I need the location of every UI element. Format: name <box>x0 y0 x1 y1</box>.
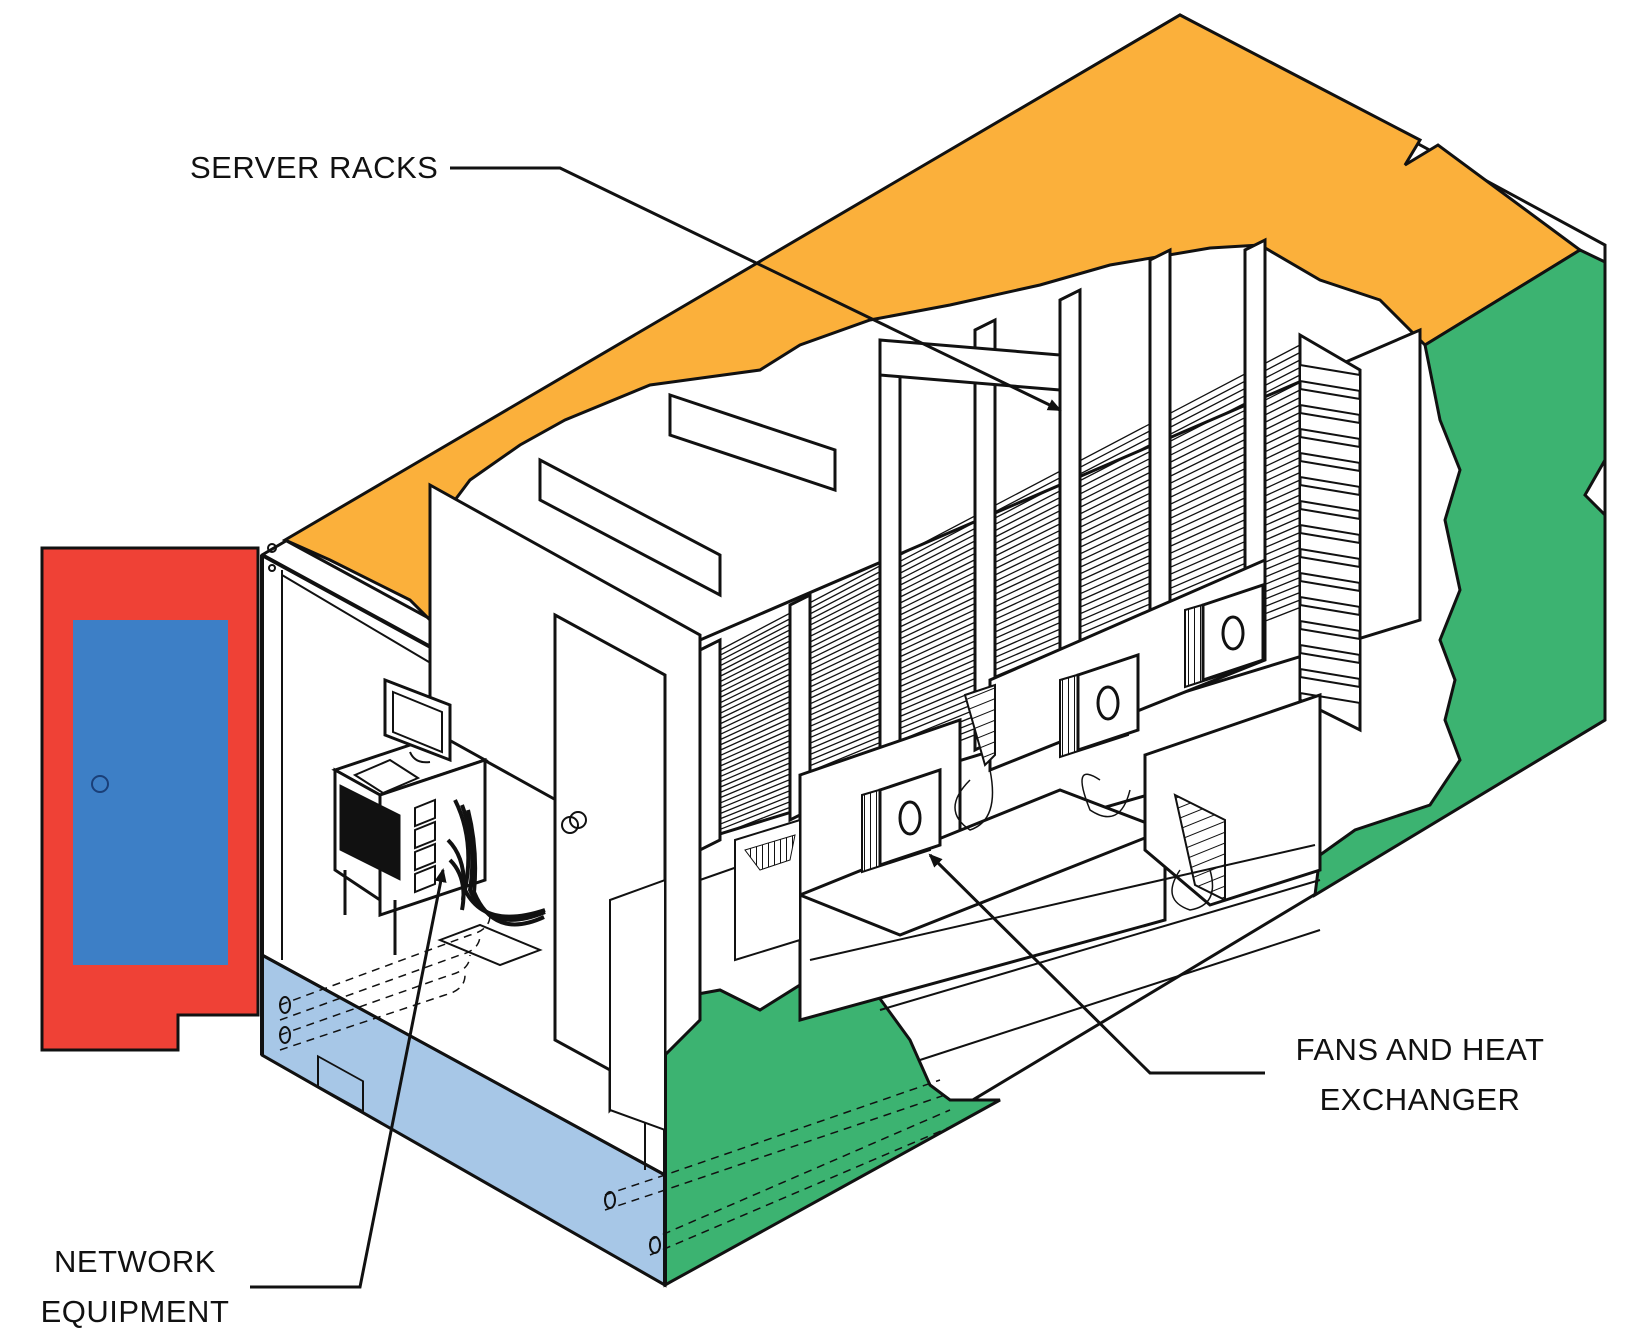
rack-slot-line <box>719 501 1301 762</box>
door-panel <box>73 620 228 965</box>
fan-unit-2 <box>1059 652 1140 759</box>
monitor-icon <box>352 677 452 795</box>
rack-slot-line <box>719 419 1301 704</box>
rack-shelf <box>1299 555 1361 585</box>
rack-slot-line <box>719 344 1301 651</box>
rack-slot-line <box>719 456 1301 730</box>
rack-shelf <box>1299 507 1361 537</box>
fan-icon <box>898 800 922 836</box>
floor-rails <box>699 818 1321 1061</box>
rack-shelf <box>1299 627 1361 657</box>
rack-slot-line <box>719 494 1301 757</box>
end-rack-shelves <box>1299 363 1361 705</box>
rack-slot-line <box>719 404 1301 693</box>
rack-slot-line <box>719 366 1301 667</box>
rack-slot-line <box>719 486 1301 751</box>
fans-leader <box>928 853 1265 1075</box>
rack-slot-line <box>719 351 1301 656</box>
rack-slot-line <box>719 381 1301 677</box>
rack-shelf <box>1299 531 1361 561</box>
rack-slot-line <box>719 479 1301 746</box>
rack-slot-line <box>719 396 1301 688</box>
rack-slot-line <box>719 524 1301 778</box>
fans-heat-exchanger-label: FANS AND HEAT EXCHANGER <box>1295 1032 1545 1117</box>
rack-slot-line <box>719 434 1301 714</box>
interior-partition <box>428 482 702 1132</box>
fan-icon <box>1221 615 1245 651</box>
server-racks-label: SERVER RACKS <box>190 150 439 185</box>
rack-slot-line <box>719 464 1301 736</box>
rack-slot-line <box>719 359 1301 662</box>
fan-unit-1 <box>861 767 942 874</box>
rack-slot-line <box>719 531 1301 783</box>
rack-slot-line <box>719 471 1301 741</box>
rack-shelf <box>1299 363 1361 393</box>
network-equipment <box>279 677 956 1256</box>
rack-slot-line <box>719 516 1301 772</box>
rack-shelf <box>1299 483 1361 513</box>
rack-slot-line <box>719 389 1301 683</box>
rack-shelf <box>1299 435 1361 465</box>
rack-slot-line <box>719 539 1301 788</box>
rack-shelf <box>1299 411 1361 441</box>
leader-lines <box>250 166 1265 1289</box>
fan-unit-3 <box>1184 582 1265 689</box>
container-door <box>40 546 260 1052</box>
server-racks <box>538 237 1422 853</box>
rack-shelf <box>1299 459 1361 489</box>
fan-icon <box>1096 685 1120 721</box>
side-wall-right <box>1313 248 1607 898</box>
rack-slot-line <box>719 509 1301 767</box>
network-leader <box>250 868 447 1289</box>
network-equipment-label: NETWORK EQUIPMENT <box>40 1244 230 1329</box>
rack-shelf <box>1299 603 1361 633</box>
rack-slot-line <box>719 411 1301 699</box>
network-cables <box>446 799 546 927</box>
rack-slot-line <box>719 426 1301 709</box>
rack-slot-line <box>719 441 1301 720</box>
rack-slot-line <box>719 374 1301 672</box>
server-racks-leader <box>450 166 1062 412</box>
rack-shelf <box>1299 579 1361 609</box>
rack-shelf <box>1299 651 1361 681</box>
rack-shelf <box>1299 387 1361 417</box>
rack-shelf <box>1299 675 1361 705</box>
rack-slot-line <box>719 449 1301 725</box>
door-handle-icon <box>91 775 109 793</box>
